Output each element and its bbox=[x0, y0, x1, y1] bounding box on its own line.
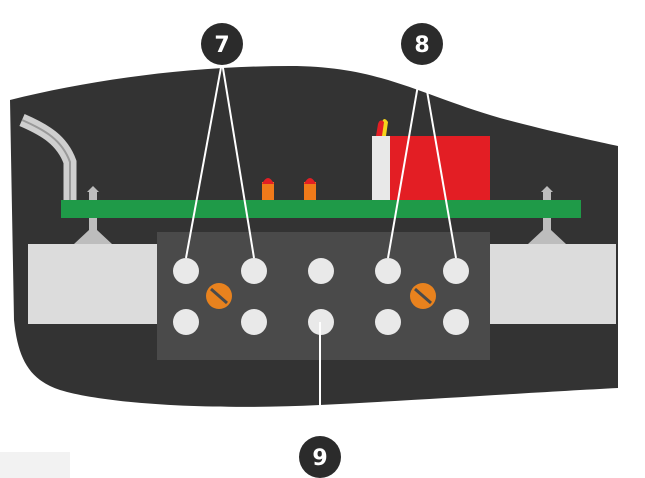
callout-8: 8 bbox=[401, 23, 443, 65]
callout-label-8: 8 bbox=[414, 33, 429, 58]
callout-9: 9 bbox=[299, 436, 341, 478]
led-icon bbox=[262, 178, 274, 200]
callout-label-9: 9 bbox=[312, 446, 327, 471]
led-icon bbox=[304, 178, 316, 200]
adjustment-screw-icon[interactable] bbox=[206, 283, 232, 309]
circuit-board bbox=[61, 200, 581, 218]
terminal-hole-icon[interactable] bbox=[173, 309, 199, 335]
terminal-hole-icon[interactable] bbox=[173, 258, 199, 284]
terminal-hole-icon[interactable] bbox=[375, 309, 401, 335]
side-block-left bbox=[28, 244, 158, 324]
adjustment-screw-icon[interactable] bbox=[410, 283, 436, 309]
terminal-hole-icon[interactable] bbox=[443, 258, 469, 284]
callout-label-7: 7 bbox=[214, 33, 229, 58]
terminal-hole-icon[interactable] bbox=[308, 258, 334, 284]
terminal-hole-icon[interactable] bbox=[375, 258, 401, 284]
terminal-hole-icon[interactable] bbox=[443, 309, 469, 335]
corner-smudge bbox=[0, 452, 70, 478]
terminal-hole-icon[interactable] bbox=[241, 309, 267, 335]
callout-7: 7 bbox=[201, 23, 243, 65]
side-block-right bbox=[490, 244, 616, 324]
terminal-hole-icon[interactable] bbox=[241, 258, 267, 284]
